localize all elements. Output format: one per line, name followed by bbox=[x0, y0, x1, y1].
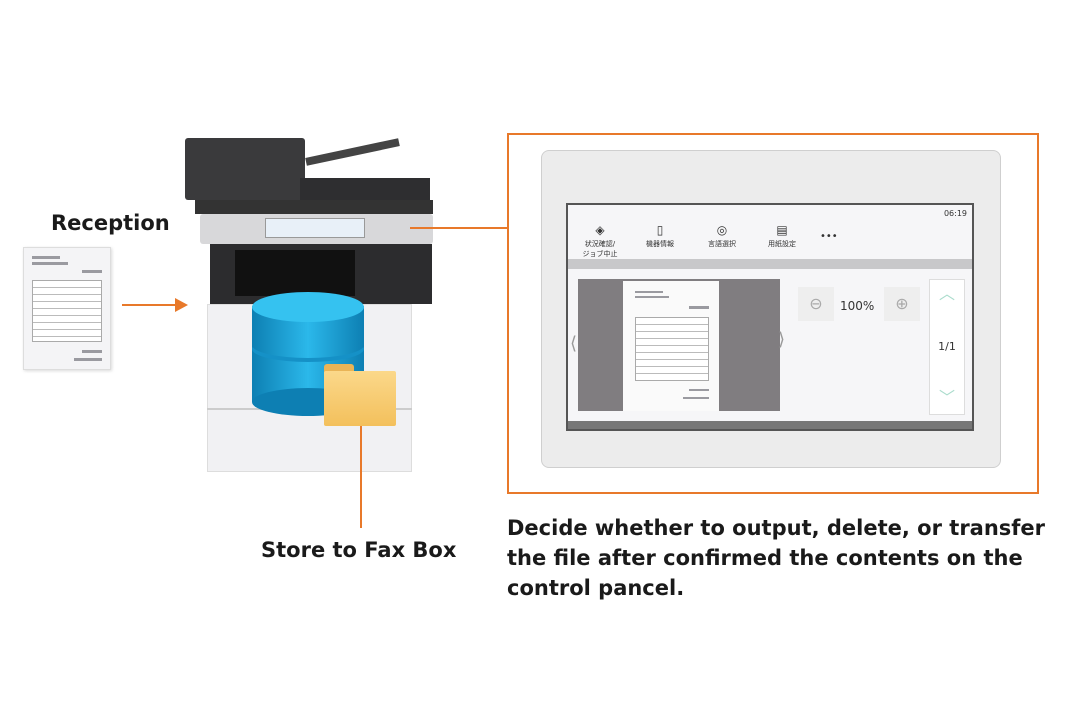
language-icon: ◎ bbox=[716, 223, 728, 237]
description-line: the file after confirmed the contents on… bbox=[507, 546, 1023, 570]
description-line: control pancel. bbox=[507, 576, 685, 600]
control-panel-callout bbox=[507, 133, 1039, 494]
prev-arrow-icon[interactable]: ⟨ bbox=[570, 333, 578, 354]
toolbar-paper-settings[interactable]: ▤用紙設定 bbox=[752, 223, 812, 249]
preview-document bbox=[623, 281, 719, 411]
toolbar-status-job-cancel[interactable]: ◈状況確認/ ジョブ中止 bbox=[570, 223, 630, 259]
toolbar-language[interactable]: ◎言語選択 bbox=[692, 223, 752, 249]
page-down-button[interactable]: ﹀ bbox=[938, 388, 955, 407]
store-label: Store to Fax Box bbox=[261, 538, 457, 562]
arrow-line bbox=[122, 304, 177, 306]
zoom-in-button[interactable]: ⊕ bbox=[884, 287, 920, 321]
folder-icon bbox=[324, 364, 396, 426]
info-icon: ▯ bbox=[656, 223, 664, 237]
zoom-level: 100% bbox=[840, 299, 875, 313]
description-text: Decide whether to output, delete, or tra… bbox=[507, 513, 1067, 603]
toolbar-device-info[interactable]: ▯機器情報 bbox=[630, 223, 690, 249]
page-up-button[interactable]: ︿ bbox=[938, 284, 955, 303]
paper-icon: ▤ bbox=[776, 223, 788, 237]
callout-line bbox=[410, 227, 507, 229]
more-button[interactable]: ••• bbox=[820, 231, 838, 242]
page-indicator: 1/1 bbox=[938, 340, 956, 353]
clock: 06:19 bbox=[943, 209, 967, 218]
reception-label: Reception bbox=[51, 211, 170, 235]
arrow-head-icon bbox=[175, 298, 188, 312]
eye-icon: ◈ bbox=[595, 223, 605, 237]
store-connector-line bbox=[360, 426, 362, 528]
control-panel-screen: 06:19 ◈状況確認/ ジョブ中止 ▯機器情報 ◎言語選択 ▤用紙設定 •••… bbox=[566, 203, 974, 431]
description-line: Decide whether to output, delete, or tra… bbox=[507, 516, 1046, 540]
next-arrow-icon[interactable]: ⟩ bbox=[778, 329, 786, 350]
preview-area bbox=[578, 279, 780, 411]
received-document bbox=[23, 247, 111, 370]
page-scroller: ︿ 1/1 ﹀ bbox=[929, 279, 965, 415]
zoom-out-button[interactable]: ⊖ bbox=[798, 287, 834, 321]
